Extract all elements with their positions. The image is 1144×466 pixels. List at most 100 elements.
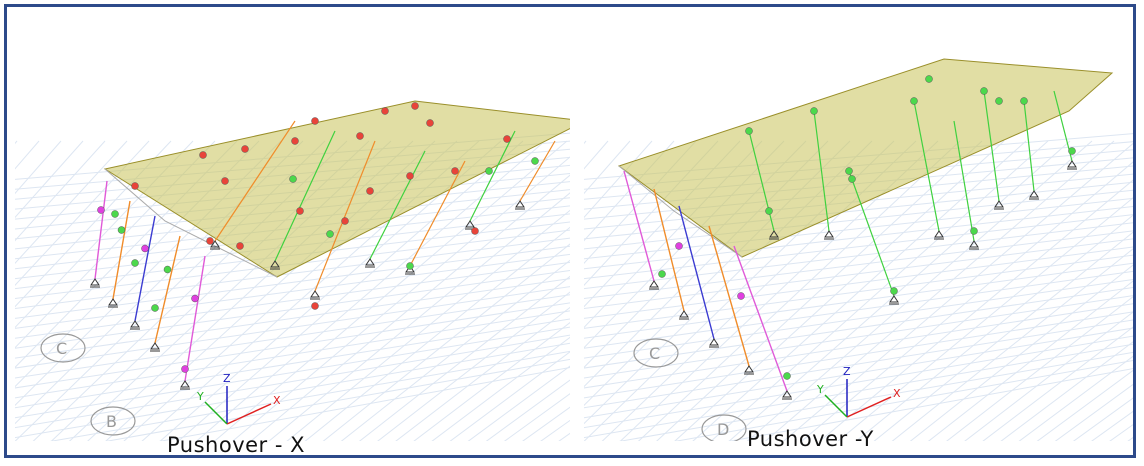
- base-support: [310, 290, 320, 300]
- plastic-hinge: [783, 372, 791, 380]
- frame-member: [94, 180, 108, 280]
- x-axis: [846, 396, 892, 418]
- caption-pushover-x: Pushover - X: [167, 433, 305, 457]
- plastic-hinge: [366, 187, 374, 195]
- frame-member: [983, 90, 1000, 202]
- base-support: [679, 310, 689, 320]
- frame-member: [623, 170, 655, 282]
- base-support: [130, 320, 140, 330]
- frame-member: [274, 130, 336, 262]
- frame-member: [813, 110, 830, 232]
- plastic-hinge: [925, 75, 933, 83]
- base-support: [1029, 190, 1039, 200]
- base-support: [210, 240, 220, 250]
- plastic-hinge: [356, 132, 364, 140]
- frame-member: [314, 140, 376, 292]
- plastic-hinge: [341, 217, 349, 225]
- z-axis-label: Z: [223, 372, 231, 385]
- y-axis: [204, 401, 228, 425]
- frame-member: [519, 140, 556, 202]
- plastic-hinge: [151, 304, 159, 312]
- plastic-hinge: [206, 237, 214, 245]
- base-support: [365, 258, 375, 268]
- plastic-hinge: [241, 145, 249, 153]
- base-support: [744, 365, 754, 375]
- frame-member: [1023, 100, 1035, 192]
- frame-member: [733, 245, 788, 392]
- base-support: [969, 240, 979, 250]
- plastic-hinge: [311, 302, 319, 310]
- x-axis-label: X: [273, 394, 281, 407]
- plastic-hinge: [311, 117, 319, 125]
- plastic-hinge: [111, 210, 119, 218]
- frame-member: [653, 188, 685, 312]
- plastic-hinge: [810, 107, 818, 115]
- plastic-hinge: [451, 167, 459, 175]
- plastic-hinge: [1068, 147, 1076, 155]
- frame-member: [184, 255, 206, 382]
- grid-bubble-label: C: [649, 344, 660, 363]
- frame-member: [953, 120, 975, 242]
- plastic-hinge: [471, 227, 479, 235]
- plastic-hinge: [845, 167, 853, 175]
- plastic-hinge: [675, 242, 683, 250]
- base-support: [108, 298, 118, 308]
- x-axis-label: X: [893, 387, 901, 400]
- base-support: [150, 342, 160, 352]
- plastic-hinge: [131, 182, 139, 190]
- plastic-hinge: [485, 167, 493, 175]
- plastic-hinge: [291, 137, 299, 145]
- plastic-hinge: [531, 157, 539, 165]
- plastic-hinge: [181, 365, 189, 373]
- y-axis-label: Y: [196, 390, 204, 403]
- base-support: [270, 260, 280, 270]
- roof-slab: [617, 58, 1114, 258]
- plastic-hinge: [326, 230, 334, 238]
- x-axis: [226, 403, 272, 425]
- frame-outline: [104, 168, 278, 278]
- plastic-hinge: [199, 151, 207, 159]
- base-support: [709, 338, 719, 348]
- frame-outline: [618, 165, 743, 258]
- base-support: [824, 230, 834, 240]
- plastic-hinge: [406, 172, 414, 180]
- plastic-hinge: [163, 265, 172, 274]
- frame-member: [913, 100, 940, 232]
- grid-bubble: [701, 414, 747, 441]
- frame-member: [678, 205, 715, 340]
- plastic-hinge: [117, 226, 126, 234]
- base-support: [515, 200, 525, 210]
- grid-bubble: [633, 338, 679, 368]
- frame-member: [134, 215, 156, 322]
- base-support: [782, 390, 792, 400]
- roof-slab: [103, 100, 570, 278]
- base-support: [889, 295, 899, 305]
- plastic-hinge: [737, 292, 745, 300]
- y-axis-label: Y: [816, 383, 824, 396]
- base-support: [180, 380, 190, 390]
- frame-member: [848, 170, 895, 297]
- plastic-hinge: [221, 177, 229, 185]
- grid-bubble: [40, 333, 86, 363]
- base-support: [934, 230, 944, 240]
- plastic-hinge: [131, 259, 139, 267]
- plastic-hinge: [289, 175, 297, 183]
- base-support: [769, 230, 779, 240]
- plastic-hinge: [970, 227, 978, 235]
- plastic-hinge: [236, 242, 244, 250]
- plastic-hinge: [890, 287, 898, 295]
- frame-member: [708, 225, 750, 367]
- plastic-hinge: [141, 244, 149, 253]
- plastic-hinge: [658, 270, 666, 278]
- frame-member: [469, 130, 516, 222]
- plastic-hinge: [296, 207, 304, 215]
- plastic-hinge: [503, 135, 511, 143]
- z-axis-label: Z: [843, 365, 851, 378]
- grid-bubble-label: B: [106, 412, 117, 431]
- frame-member: [409, 160, 466, 267]
